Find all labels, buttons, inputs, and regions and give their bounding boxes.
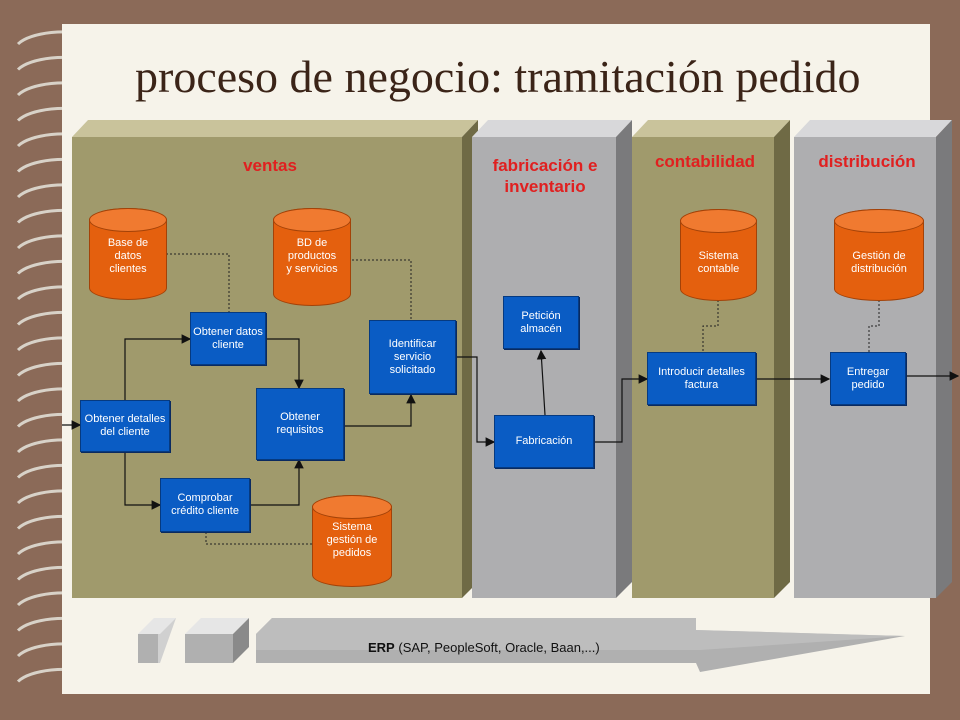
process-comprobar-credito[interactable]: Comprobar crédito cliente (160, 478, 250, 532)
link-clientes-datos (166, 253, 230, 312)
arrow-fabricacion-peticion (536, 349, 547, 416)
lane-label-fabricacion: fabricación e inventario (492, 156, 598, 196)
data-links (166, 253, 880, 545)
arrow-detalles-credito (124, 452, 162, 510)
link-credito-pedidos (205, 532, 312, 545)
flow-arrows (62, 334, 960, 510)
process-introducir-factura[interactable]: Introducir detalles factura (647, 352, 756, 405)
erp-label: ERP (SAP, PeopleSoft, Oracle, Baan,...) (368, 640, 600, 655)
arrow-detalles-datos (124, 334, 192, 400)
process-obtener-requisitos[interactable]: Obtener requisitos (256, 388, 344, 460)
arrow-identificar-fabricacion (456, 356, 496, 447)
process-obtener-datos[interactable]: Obtener datos cliente (190, 312, 266, 365)
process-identificar-servicio[interactable]: Identificar servicio solicitado (369, 320, 456, 394)
erp-bar (138, 618, 905, 672)
arrow-datos-requisitos (266, 338, 304, 390)
process-fabricacion[interactable]: Fabricación (494, 415, 594, 468)
arrow-fabricacion-factura (594, 374, 649, 443)
db-base-clientes[interactable]: Base de datos clientes (89, 208, 167, 300)
link-distribucion-entregar (868, 300, 880, 352)
erp-name: ERP (368, 640, 395, 655)
page-title: proceso de negocio: tramitación pedido (135, 51, 861, 102)
db-gestion-distribucion[interactable]: Gestión de distribución (834, 209, 924, 301)
lane-label-distribucion: distribución (818, 152, 916, 171)
erp-vendors: (SAP, PeopleSoft, Oracle, Baan,...) (398, 640, 600, 655)
link-contable-factura (702, 300, 719, 352)
process-entregar-pedido[interactable]: Entregar pedido (830, 352, 906, 405)
arrow-credito-requisitos (250, 458, 304, 506)
db-sistema-contable[interactable]: Sistema contable (680, 209, 757, 301)
process-peticion-almacen[interactable]: Petición almacén (503, 296, 579, 349)
db-productos-servicios[interactable]: BD de productos y servicios (273, 208, 351, 306)
lane-label-ventas: ventas (243, 156, 297, 175)
db-sistema-pedidos[interactable]: Sistema gestión de pedidos (312, 495, 392, 587)
arrow-requisitos-identificar (344, 393, 416, 427)
lane-fabricacion (472, 120, 632, 598)
lane-label-contabilidad: contabilidad (654, 152, 756, 171)
process-obtener-detalles[interactable]: Obtener detalles del cliente (80, 400, 170, 452)
